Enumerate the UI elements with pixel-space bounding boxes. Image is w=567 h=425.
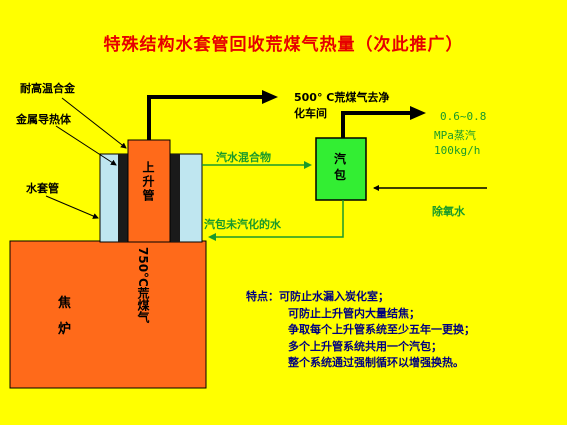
label-alloy: 耐高温合金 [20, 82, 75, 95]
steam-drum [315, 137, 367, 201]
page-title: 特殊结构水套管回收荒煤气热量（次此推广） [103, 35, 464, 55]
label-steam-3: 100kg/h [434, 144, 481, 157]
gas-outlet-arrow [262, 90, 278, 104]
feature-item: 整个系统通过强制循环以增强换热。 [288, 356, 464, 369]
alloy-leader [61, 97, 127, 149]
feature-item: 可防止上升管内大量结焦； [288, 306, 420, 320]
metal-conductor-leader [55, 125, 117, 166]
return-water-pipe [208, 200, 344, 241]
feature-item: 争取每个上升管系统至少五年一更换； [288, 323, 475, 336]
label-steam-water-mix: 汽水混合物 [216, 151, 271, 164]
label-gas-out-2: 化车间 [294, 107, 327, 120]
water-jacket-leader [45, 195, 99, 219]
feature-item: 多个上升管系统共用一个汽包； [288, 339, 442, 353]
riser-pipe [127, 139, 171, 243]
label-coke-oven-2: 炉 [58, 322, 72, 337]
label-coke-oven-1: 焦 [58, 296, 72, 311]
label-steam-1: 0.6~0.8 [440, 110, 487, 123]
label-drum-return-water: 汽包未汽化的水 [204, 218, 281, 231]
label-metal-conductor: 金属导热体 [16, 113, 71, 126]
label-raw-gas: 750°C荒煤气 [136, 247, 150, 323]
metal-conductor-left [118, 154, 128, 242]
feature-item: 可防止水漏入炭化室； [279, 290, 389, 303]
metal-conductor-right [170, 154, 180, 242]
steam-outlet-pipe [341, 111, 412, 138]
label-gas-out-1: 500° C荒煤气去净 [294, 91, 390, 104]
features-heading: 特点： [246, 290, 279, 303]
features-list: 特点：可防止水漏入炭化室； 可防止上升管内大量结焦； 争取每个上升管系统至少五年… [246, 289, 475, 372]
label-steam-2: MPa蒸汽 [434, 129, 476, 142]
label-water-jacket: 水套管 [26, 182, 59, 195]
steam-outlet-arrow [410, 106, 426, 120]
gas-outlet-pipe [147, 95, 262, 140]
label-steam-drum: 汽包 [334, 152, 347, 182]
label-riser: 上升管 [141, 161, 155, 203]
label-deaerated-water: 除氧水 [432, 205, 465, 218]
coke-oven [9, 240, 207, 389]
